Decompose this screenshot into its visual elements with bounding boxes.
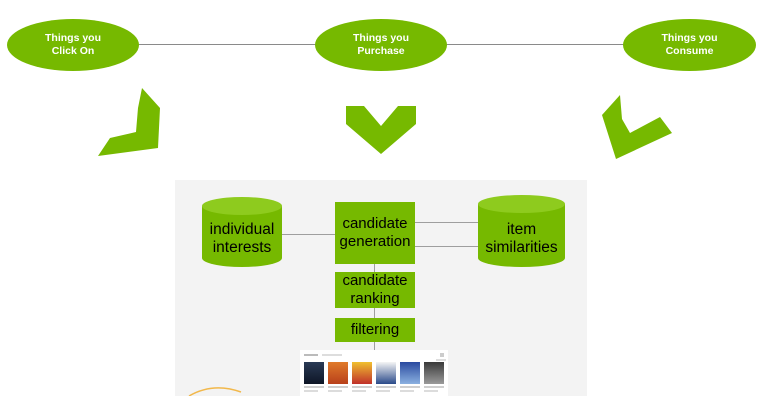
cylinder-label-line1: individual xyxy=(209,221,275,238)
box-filtering: filtering xyxy=(335,318,415,342)
thumbnail-caption xyxy=(400,386,420,388)
cylinder-individual-interests: individual interests xyxy=(202,197,282,267)
connector-line-left xyxy=(135,44,320,45)
strip-header-text xyxy=(322,354,342,356)
movie-poster-thumbnail-icon xyxy=(352,362,372,384)
movie-poster-thumbnail-icon xyxy=(400,362,420,384)
connector-generation-similarities-top xyxy=(415,222,480,223)
connector-generation-similarities-bottom xyxy=(415,246,480,247)
thumbnail-caption xyxy=(352,386,372,388)
cylinder-top xyxy=(478,195,565,213)
box-label-line2: ranking xyxy=(350,290,400,307)
thumbnail-caption xyxy=(328,390,342,392)
thumbnail-caption xyxy=(304,386,324,388)
box-label-line2: generation xyxy=(339,233,411,250)
box-candidate-generation: candidate generation xyxy=(335,202,415,264)
pipeline-panel: individual interests item similarities c… xyxy=(175,180,587,396)
oval-label-line2: Consume xyxy=(665,45,714,57)
connector-generation-ranking xyxy=(374,264,375,272)
decorative-arc xyxy=(188,387,242,396)
oval-label-line1: Things you xyxy=(661,32,718,44)
movie-poster-thumbnail-icon xyxy=(376,362,396,384)
oval-things-click-on: Things you Click On xyxy=(7,19,139,71)
cylinder-bottom xyxy=(478,249,565,267)
connector-filtering-results xyxy=(374,342,375,350)
thumbnail-caption xyxy=(376,386,396,388)
chevron-down-left-icon xyxy=(602,95,672,159)
oval-label-line1: Things you xyxy=(353,32,409,44)
cylinder-label-line2: similarities xyxy=(485,239,558,256)
cylinder-bottom xyxy=(202,249,282,267)
results-thumbnail-strip xyxy=(300,350,448,396)
thumbnail-caption xyxy=(400,390,414,392)
strip-menu-icon xyxy=(440,353,444,357)
movie-poster-thumbnail-icon xyxy=(424,362,444,384)
cylinder-item-similarities: item similarities xyxy=(478,195,565,267)
oval-things-purchase: Things you Purchase xyxy=(315,19,447,71)
thumbnail-caption xyxy=(424,386,444,388)
box-label-line1: candidate xyxy=(342,272,408,289)
chevron-down-icon xyxy=(346,106,416,154)
movie-poster-thumbnail-icon xyxy=(304,362,324,384)
cylinder-top xyxy=(202,197,282,215)
cylinder-label-line2: interests xyxy=(212,239,272,256)
thumbnail-caption xyxy=(376,390,390,392)
thumbnail-caption xyxy=(352,390,366,392)
connector-interests-generation xyxy=(279,234,335,235)
thumbnail-caption xyxy=(424,390,438,392)
oval-label-line1: Things you xyxy=(45,32,101,44)
strip-header-text xyxy=(304,354,318,356)
oval-label-line2: Purchase xyxy=(357,45,405,57)
movie-poster-thumbnail-icon xyxy=(328,362,348,384)
oval-things-consume: Things you Consume xyxy=(623,19,756,71)
box-label-line1: candidate xyxy=(342,215,408,232)
box-label: filtering xyxy=(350,321,400,338)
chevron-down-right-icon xyxy=(98,88,160,156)
connector-line-right xyxy=(442,44,627,45)
thumbnail-caption xyxy=(304,390,318,392)
thumbnail-caption xyxy=(328,386,348,388)
oval-label-line2: Click On xyxy=(51,45,95,57)
box-candidate-ranking: candidate ranking xyxy=(335,272,415,308)
connector-ranking-filtering xyxy=(374,308,375,318)
cylinder-label-line1: item xyxy=(506,221,537,238)
strip-header-text xyxy=(436,359,446,361)
